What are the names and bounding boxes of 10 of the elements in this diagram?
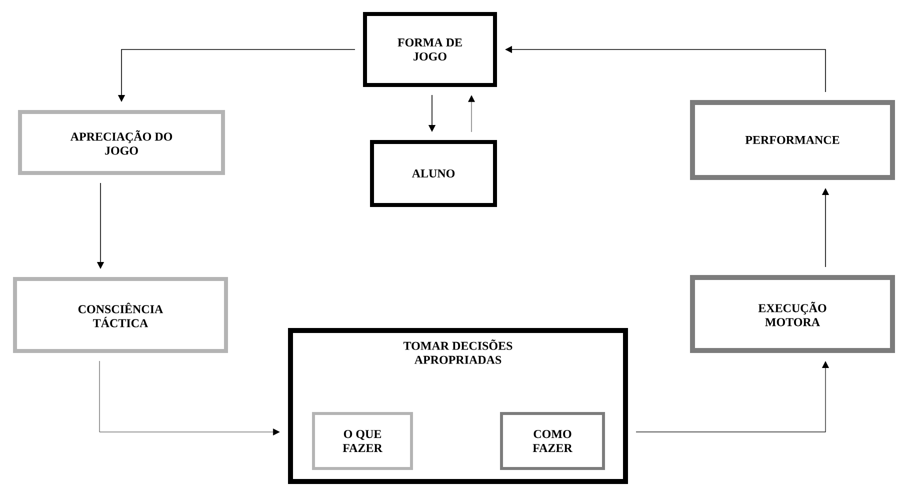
arrow <box>99 360 280 436</box>
process-box: APRECIAÇÃO DO JOGO <box>18 110 225 175</box>
arrow <box>468 95 475 132</box>
process-box: O QUE FAZER <box>312 412 413 470</box>
process-box: COMO FAZER <box>500 412 605 470</box>
process-box: ALUNO <box>370 140 497 207</box>
process-box: FORMA DE JOGO <box>363 12 497 87</box>
process-box: CONSCIÊNCIA TÁCTICA <box>13 276 228 353</box>
process-box: EXECUÇÃO MOTORA <box>690 275 895 353</box>
process-box: PERFORMANCE <box>690 100 895 180</box>
